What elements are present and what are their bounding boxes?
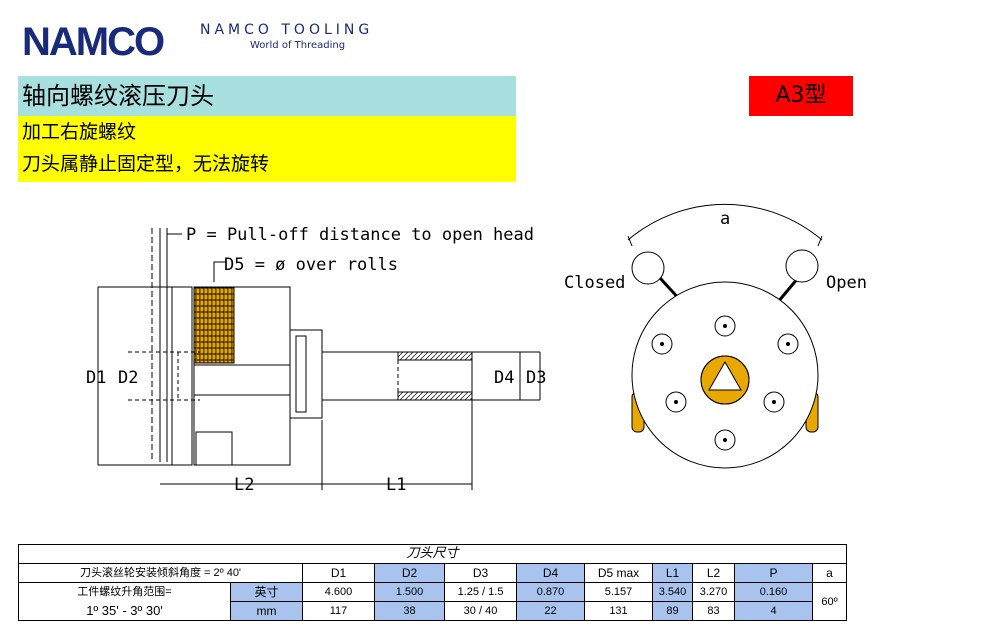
front-view [627, 203, 823, 469]
mm-d4: 22 [516, 601, 585, 621]
a-label: a [720, 209, 730, 229]
technical-drawing: P = Pull-off distance to open head D5 = … [86, 203, 867, 495]
d4-label: D4 [494, 368, 514, 388]
table-caption: 刀头尺寸 [18, 544, 847, 564]
table-caption-row: 刀头尺寸 [18, 544, 847, 564]
d2-label: D2 [118, 368, 138, 388]
tilt-label: 刀头滚丝轮安装倾斜角度 = 2º 40' [18, 563, 303, 583]
header-p: P [734, 563, 813, 583]
helix-label-1: 工件螺纹升角范围= [18, 582, 231, 602]
inch-d2: 1.500 [374, 582, 445, 602]
inch-d4: 0.870 [516, 582, 585, 602]
brand-name: NAMCO TOOLING [200, 22, 374, 38]
inch-l1: 3.540 [652, 582, 693, 602]
l1-label: L1 [386, 475, 406, 495]
mm-l1: 89 [652, 601, 693, 621]
header-d4: D4 [516, 563, 585, 583]
inch-l2: 3.270 [692, 582, 735, 602]
inch-d3: 1.25 / 1.5 [444, 582, 517, 602]
inch-p: 0.160 [734, 582, 813, 602]
namco-logo: NAMCO [22, 20, 165, 64]
unit-mm: mm [230, 601, 303, 621]
mm-p: 4 [734, 601, 813, 621]
header-l2: L2 [692, 563, 735, 583]
table-row-mm: 1º 35' - 3º 30' mm 117 38 30 / 40 22 131… [18, 601, 847, 621]
p-label: P = Pull-off distance to open head [186, 225, 534, 245]
helix-label-2: 1º 35' - 3º 30' [18, 601, 231, 621]
inch-d1: 4.600 [302, 582, 375, 602]
header-d2: D2 [374, 563, 445, 583]
header-d3: D3 [444, 563, 517, 583]
table-row-inch: 工件螺纹升角范围= 英寸 4.600 1.500 1.25 / 1.5 0.87… [18, 582, 847, 621]
header-a: a [812, 563, 847, 583]
brand-tagline: World of Threading [250, 40, 346, 51]
mm-d3: 30 / 40 [444, 601, 517, 621]
d5-label: D5 = ø over rolls [224, 255, 398, 275]
closed-label: Closed [564, 273, 625, 293]
dimension-table: 刀头尺寸 刀头滚丝轮安装倾斜角度 = 2º 40' D1 D2 D3 D4 D5… [18, 544, 847, 621]
d1-label: D1 [86, 368, 106, 388]
mm-l2: 83 [692, 601, 735, 621]
page-title: 轴向螺纹滚压刀头 [18, 76, 516, 116]
type-badge: A3型 [749, 76, 853, 116]
open-label: Open [826, 273, 867, 293]
description-box: 加工右旋螺纹 刀头属静止固定型，无法旋转 [18, 116, 516, 182]
l2-label: L2 [234, 475, 254, 495]
d3-label: D3 [526, 368, 546, 388]
mm-d2: 38 [374, 601, 445, 621]
description-line-1: 加工右旋螺纹 [22, 121, 137, 143]
table-header-row: 刀头滚丝轮安装倾斜角度 = 2º 40' D1 D2 D3 D4 D5 max … [18, 563, 847, 583]
description-line-2: 刀头属静止固定型，无法旋转 [22, 153, 270, 175]
a-value: 60º [812, 582, 847, 621]
header-d5: D5 max [584, 563, 653, 583]
header-d1: D1 [302, 563, 375, 583]
unit-inch: 英寸 [230, 582, 303, 602]
header-l1: L1 [652, 563, 693, 583]
side-view [97, 228, 541, 490]
mm-d5: 131 [584, 601, 653, 621]
inch-d5: 5.157 [584, 582, 653, 602]
mm-d1: 117 [302, 601, 375, 621]
